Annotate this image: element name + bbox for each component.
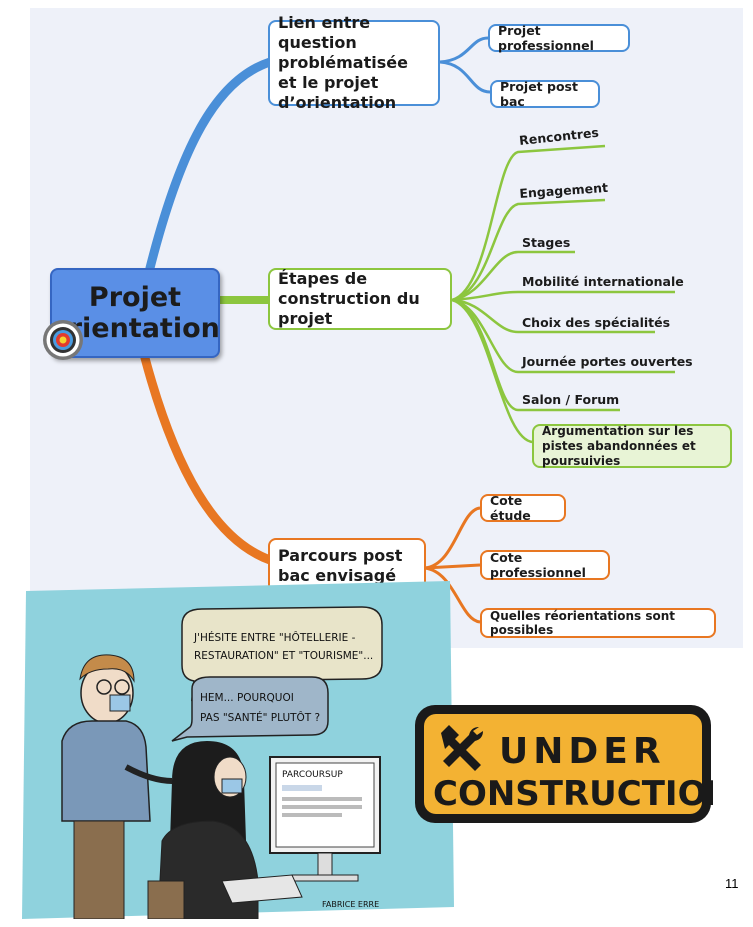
node-projet-post-bac: Projet post bac bbox=[490, 79, 600, 109]
node-projet-professionnel-label: Projet professionnel bbox=[498, 23, 594, 53]
bubble2-line2: PAS "SANTÉ" PLUTÔT ? bbox=[200, 711, 320, 724]
leaf-mobilite: Mobilité internationale bbox=[522, 274, 684, 289]
leaf-choix-specialites: Choix des spécialités bbox=[522, 315, 671, 330]
leaf-journee-portes-ouvertes: Journée portes ouvertes bbox=[522, 354, 693, 369]
node-cote-professionnel-label: Cote professionnel bbox=[490, 550, 586, 580]
node-argumentation-label: Argumentation sur les pistes abandonnées… bbox=[542, 423, 696, 468]
branch-lien-question: Lien entre question problématisée et le … bbox=[268, 13, 440, 112]
node-projet-post-bac-label: Projet post bac bbox=[500, 79, 578, 109]
under-construction-sign: UNDER CONSTRUCTION bbox=[415, 705, 713, 823]
node-cote-professionnel: Cote professionnel bbox=[480, 550, 610, 580]
node-projet-professionnel: Projet professionnel bbox=[488, 23, 630, 53]
sign-line2: CONSTRUCTION bbox=[433, 774, 713, 814]
bubble2-line1: HEM... POURQUOI bbox=[200, 692, 294, 704]
sign-line1: UNDER bbox=[499, 731, 666, 772]
node-reorientations: Quelles réorientations sont possibles bbox=[480, 608, 716, 638]
hammer-wrench-icon bbox=[441, 725, 483, 771]
bubble1-line2: RESTAURATION" ET "TOURISME"... bbox=[194, 650, 373, 662]
man-figure bbox=[61, 654, 173, 919]
leaf-stages: Stages bbox=[522, 235, 571, 250]
bubble1-line1: J'HÉSITE ENTRE "HÔTELLERIE - bbox=[193, 631, 356, 644]
cartoon-signature: FABRICE ERRE bbox=[322, 900, 379, 909]
branch-parcours-label: Parcours post bac envisagé bbox=[278, 546, 403, 585]
node-argumentation: Argumentation sur les pistes abandonnées… bbox=[532, 424, 732, 468]
screen-title: PARCOURSUP bbox=[282, 770, 343, 780]
page-number: 11 bbox=[725, 876, 739, 891]
branch-lien-question-label: Lien entre question problématisée et le … bbox=[278, 13, 408, 112]
mindmap-connectors bbox=[140, 36, 675, 624]
node-cote-etude: Cote étude bbox=[480, 493, 566, 523]
monitor: PARCOURSUP bbox=[221, 756, 381, 904]
cartoon-illustration: J'HÉSITE ENTRE "HÔTELLERIE - RESTAURATIO… bbox=[22, 581, 454, 919]
branch-etapes-label: Étapes de construction du projet bbox=[278, 269, 420, 328]
root-line1: Projet bbox=[88, 282, 182, 313]
branch-etapes: Étapes de construction du projet bbox=[268, 268, 452, 330]
node-cote-etude-label: Cote étude bbox=[490, 493, 531, 523]
target-icon bbox=[43, 320, 83, 360]
leaf-salon-forum: Salon / Forum bbox=[522, 392, 620, 407]
node-reorientations-label: Quelles réorientations sont possibles bbox=[490, 609, 676, 637]
